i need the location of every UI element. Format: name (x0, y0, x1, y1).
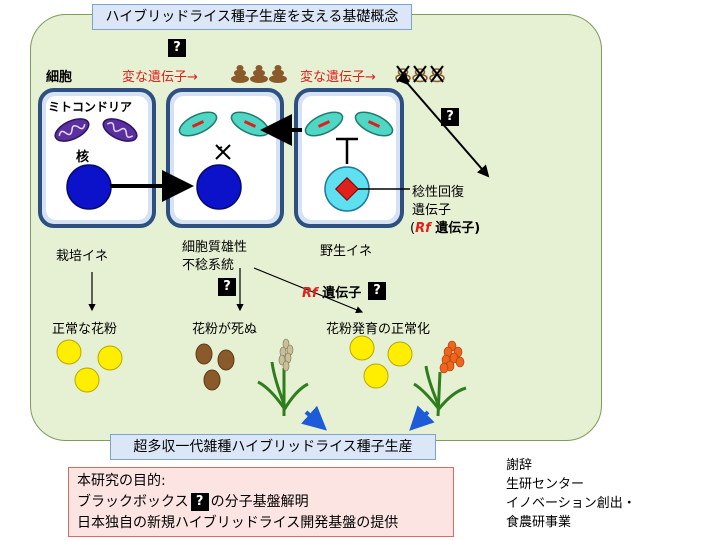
weird-gene-label-1: 変な遺伝子→ (122, 70, 198, 85)
weird-gene-label-2: 変な遺伝子→ (300, 70, 376, 85)
restorer-label-line1: 稔性回復 (412, 185, 465, 200)
question-box-top: ? (168, 39, 186, 57)
poop-icon (231, 65, 287, 83)
cms-line-label-1: 細胞質雄性 (182, 240, 248, 255)
research-purpose-box: 本研究の目的: ブラックボックス?の分子基盤解明 日本独自の新規ハイブリッドライ… (68, 467, 454, 537)
restorer-label-line3: (Rf 遺伝子) (410, 221, 481, 236)
nucleus-icon-2 (196, 164, 242, 210)
hybrid-seed-banner: 超多収一代雑種ハイブリッドライス種子生産 (110, 434, 436, 460)
nucleus-rf-icon (324, 166, 370, 212)
restored-pollen-icon (349, 335, 413, 389)
acknowledgement: 謝辞 生研センター イノベーション創出・ 食農研事業 (506, 458, 636, 530)
cms-line-label-2: 不稔系統 (182, 258, 235, 273)
mitochondria-teal-icon-cms (178, 111, 270, 137)
nucleus-label: 核 (76, 150, 90, 165)
rf-gene-label: Rf 遺伝子 (302, 286, 362, 301)
mitochondria-teal-icon-wild (304, 111, 394, 137)
blue-arrow-right (409, 405, 435, 431)
question-box-right: ? (441, 108, 459, 126)
fertile-rice-plant-icon (413, 340, 467, 417)
purpose-line-2: ブラックボックス?の分子基盤解明 (77, 493, 309, 511)
sterile-rice-plant-icon (257, 338, 309, 416)
cell-label: 細胞 (46, 70, 73, 85)
blue-arrow-left (301, 405, 327, 431)
dead-pollen-icon (195, 343, 235, 391)
pollen-dies-label: 花粉が死ぬ (192, 322, 258, 337)
restorer-label-line2: 遺伝子 (412, 203, 452, 218)
diagram-title: ハイブリッドライス種子生産を支える基礎概念 (92, 4, 412, 30)
question-box-purpose: ? (190, 493, 209, 511)
cultivated-rice-label: 栽培イネ (56, 249, 109, 264)
arrow-cms-restored (253, 267, 364, 314)
broken-signal-icon (215, 144, 231, 160)
question-box-rf: ? (368, 282, 386, 300)
mitochondria-label: ミトコンドリア (48, 100, 133, 114)
double-arrow (396, 72, 490, 178)
mitochondria-purple-icon (54, 118, 138, 142)
inhibition-icon (336, 137, 358, 164)
pollen-normalized-label: 花粉発育の正常化 (326, 322, 431, 337)
purpose-line-3: 日本独自の新規ハイブリッドライス開発基盤の提供 (77, 515, 399, 531)
wild-rice-label: 野生イネ (320, 244, 373, 259)
question-box-mid: ? (218, 278, 236, 296)
purpose-line-1: 本研究の目的: (77, 473, 166, 489)
normal-pollen-label: 正常な花粉 (52, 322, 118, 337)
normal-pollen-icon (56, 339, 123, 393)
